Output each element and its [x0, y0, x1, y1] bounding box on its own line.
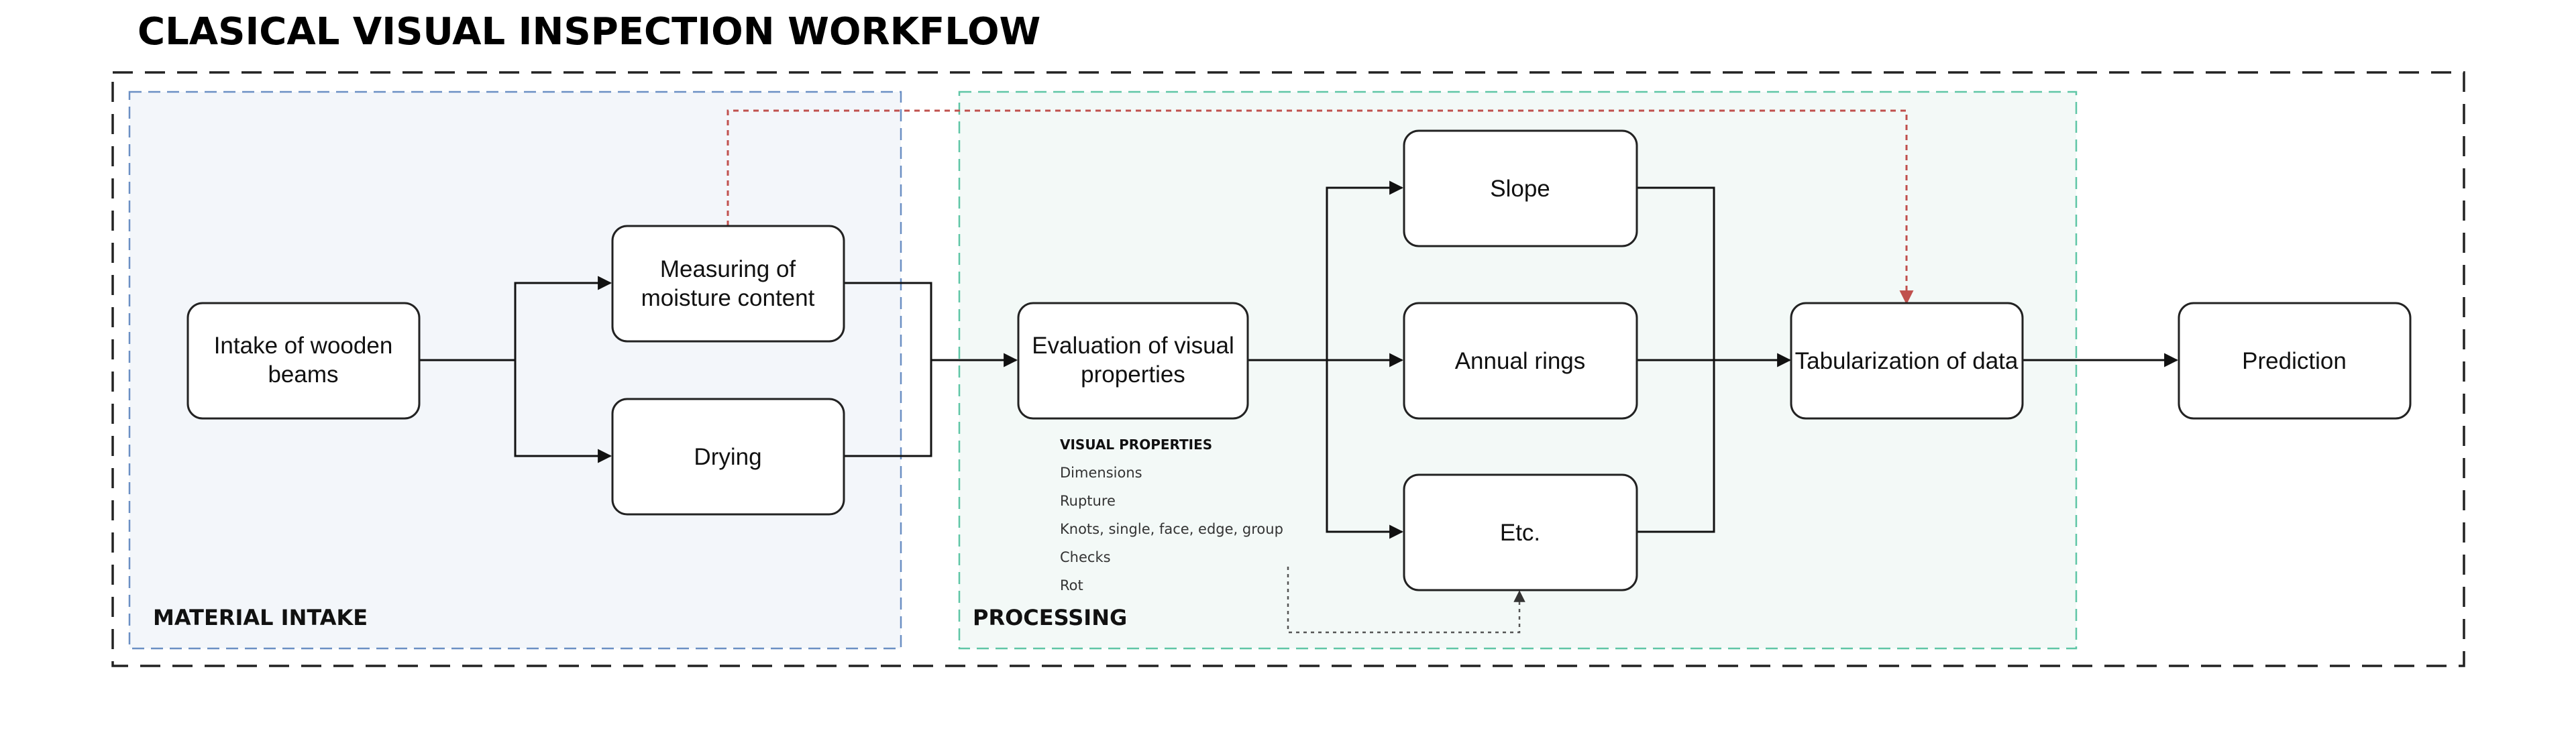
node-intake-line-2: beams — [268, 361, 338, 388]
node-prediction-line-1: Prediction — [2242, 348, 2347, 374]
visual-property-item: Knots, single, face, edge, group — [1060, 521, 1283, 537]
edge-to-moisture — [514, 276, 612, 360]
node-moisture-line-1: Measuring of — [660, 256, 796, 282]
edge-to-etc — [1326, 360, 1404, 539]
edges — [419, 109, 2179, 634]
material-intake-label: MATERIAL INTAKE — [153, 605, 368, 630]
visual-properties-header: VISUAL PROPERTIES — [1060, 437, 1212, 453]
visual-property-item: Rupture — [1060, 493, 1116, 509]
page-title: CLASICAL VISUAL INSPECTION WORKFLOW — [138, 10, 1040, 54]
node-intake[interactable]: Intake of wooden beams — [186, 302, 421, 420]
node-annual-rings-line-1: Annual rings — [1455, 348, 1586, 374]
node-etc[interactable]: Etc. — [1403, 473, 1638, 591]
node-evaluation-line-2: properties — [1081, 361, 1185, 388]
node-tabularization[interactable]: Tabularization of data — [1790, 302, 2024, 420]
visual-property-item: Rot — [1060, 577, 1083, 593]
edge-to-slope — [1326, 180, 1404, 360]
node-drying-line-1: Drying — [694, 444, 761, 470]
node-moisture-line-2: moisture content — [641, 285, 815, 311]
visual-properties-list: VISUAL PROPERTIES Dimensions Rupture Kno… — [1060, 437, 1283, 593]
node-evaluation[interactable]: Evaluation of visual properties — [1017, 302, 1249, 420]
node-slope[interactable]: Slope — [1403, 129, 1638, 247]
node-annual-rings[interactable]: Annual rings — [1403, 302, 1638, 420]
node-evaluation-line-1: Evaluation of visual — [1032, 333, 1234, 359]
edge-visual-properties-to-etc — [1287, 567, 1525, 634]
node-drying[interactable]: Drying — [611, 398, 845, 516]
node-intake-line-1: Intake of wooden — [214, 333, 393, 359]
edge-moisture-merge — [844, 282, 932, 457]
processing-label: PROCESSING — [973, 605, 1127, 630]
workflow-outer-border — [111, 71, 2465, 667]
node-prediction[interactable]: Prediction — [2178, 302, 2412, 420]
node-etc-line-1: Etc. — [1500, 520, 1540, 546]
node-moisture[interactable]: Measuring of moisture content — [611, 225, 845, 343]
visual-property-item: Dimensions — [1060, 465, 1142, 481]
node-slope-line-1: Slope — [1490, 176, 1550, 202]
edge-moisture-to-tabularization — [727, 109, 1914, 305]
node-tabularization-line-1: Tabularization of data — [1795, 348, 2019, 374]
visual-property-item: Checks — [1060, 549, 1111, 565]
edge-to-drying — [514, 360, 612, 463]
